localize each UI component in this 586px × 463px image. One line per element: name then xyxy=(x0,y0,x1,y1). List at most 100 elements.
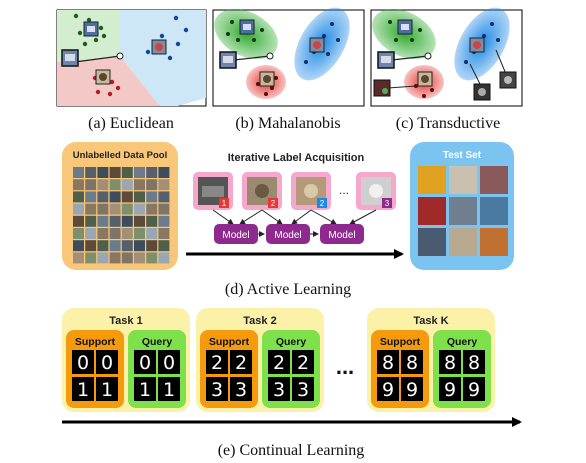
digit-text: 1 xyxy=(77,379,89,401)
tasks-ellipsis: ... xyxy=(336,354,354,379)
pool-image xyxy=(146,167,158,178)
panel-active-learning: Unlabelled Data Pool Iterative Label Acq… xyxy=(62,142,514,270)
query-link xyxy=(391,55,429,61)
model-1: Model xyxy=(214,224,258,244)
pool-image xyxy=(109,240,121,252)
pool-image xyxy=(158,240,170,252)
pool-image xyxy=(121,240,133,252)
pool-image xyxy=(121,191,133,203)
test-set-title: Test Set xyxy=(443,150,482,161)
pool-image xyxy=(146,215,158,227)
digit-tile xyxy=(206,350,228,374)
pool-image xyxy=(73,179,84,191)
thumbnail-query xyxy=(219,51,237,69)
digit-tile xyxy=(401,377,423,401)
digit-tile xyxy=(72,350,94,374)
thumbnail-plane xyxy=(397,19,413,35)
red-points xyxy=(414,84,434,98)
label-badge-text: 3 xyxy=(385,199,390,208)
caption-mahalanobis: (b) Mahalanobis xyxy=(235,115,340,132)
digit-text: 8 xyxy=(444,352,456,374)
query-point xyxy=(266,52,274,60)
digit-tile xyxy=(377,350,399,374)
pool-image xyxy=(85,179,97,191)
label-badge-text: 2 xyxy=(271,199,276,208)
query-link xyxy=(74,55,121,63)
digit-text: 0 xyxy=(139,352,151,374)
digit-tile xyxy=(230,377,252,401)
model-label: Model xyxy=(222,230,249,241)
acquisition-title: Iterative Label Acquisition xyxy=(228,152,365,164)
thumbnail-car xyxy=(309,37,325,53)
pool-image xyxy=(158,179,170,191)
pool-image xyxy=(97,203,109,215)
pool-image xyxy=(158,252,170,264)
query-point xyxy=(424,52,432,60)
digit-text: 0 xyxy=(77,352,89,374)
pool-image xyxy=(121,252,133,264)
task-title: Task 2 xyxy=(243,315,276,327)
digit-text: 1 xyxy=(101,379,113,401)
panel-euclidean xyxy=(56,9,207,107)
digit-text: 9 xyxy=(468,379,480,401)
label-badge xyxy=(219,198,229,208)
digit-text: 9 xyxy=(382,379,394,401)
thumbnail-car xyxy=(469,37,485,53)
pool-image xyxy=(73,252,84,264)
pool-image xyxy=(134,203,145,215)
digit-text: 1 xyxy=(139,379,151,401)
query-set-label: Query xyxy=(142,336,173,348)
digit-tile xyxy=(463,350,485,374)
digit-tile xyxy=(96,350,118,374)
pool-image xyxy=(109,252,121,264)
digit-tile xyxy=(463,377,485,401)
thumbnail-plane xyxy=(83,21,99,37)
pool-image xyxy=(146,191,158,203)
label-badge-text: 2 xyxy=(320,199,325,208)
pool-image xyxy=(121,203,133,215)
pool-image xyxy=(85,228,97,239)
pool-image xyxy=(85,215,97,227)
acquisition-arrows xyxy=(212,209,377,237)
digit-text: 3 xyxy=(297,379,309,401)
digit-text: 3 xyxy=(235,379,247,401)
thumbnail-dog xyxy=(417,71,433,87)
pool-image xyxy=(97,179,109,191)
query-set-label: Query xyxy=(276,336,307,348)
acquisition-ellipsis: ... xyxy=(339,183,349,197)
pool-image xyxy=(146,252,158,264)
digit-text: 2 xyxy=(235,352,247,374)
thumbnail-query xyxy=(377,51,395,69)
query-set-label: Query xyxy=(447,336,478,348)
caption-continual-learning: (e) Continual Learning xyxy=(218,442,365,459)
test-image xyxy=(480,166,508,194)
unlabelled-link-1 xyxy=(387,85,417,89)
acquired-sample-1: 1 xyxy=(193,172,233,210)
pool-image xyxy=(85,240,97,252)
digit-tile xyxy=(96,377,118,401)
support-set-label: Support xyxy=(209,336,250,348)
blue-points xyxy=(145,15,189,61)
pool-image xyxy=(97,228,109,239)
pool-image xyxy=(85,167,97,178)
pool-image xyxy=(85,191,97,203)
digit-text: 9 xyxy=(406,379,418,401)
pool-image xyxy=(134,252,145,264)
support-set-label: Support xyxy=(75,336,116,348)
digit-tile xyxy=(439,377,461,401)
thumbnail-plane xyxy=(239,19,255,35)
digit-tile xyxy=(268,350,290,374)
digit-tile xyxy=(268,377,290,401)
pool-image xyxy=(97,252,109,264)
pool-image xyxy=(146,179,158,191)
query-link xyxy=(233,55,271,61)
unlabelled-thumbnail-1 xyxy=(373,79,391,97)
task-title: Task K xyxy=(413,315,448,327)
